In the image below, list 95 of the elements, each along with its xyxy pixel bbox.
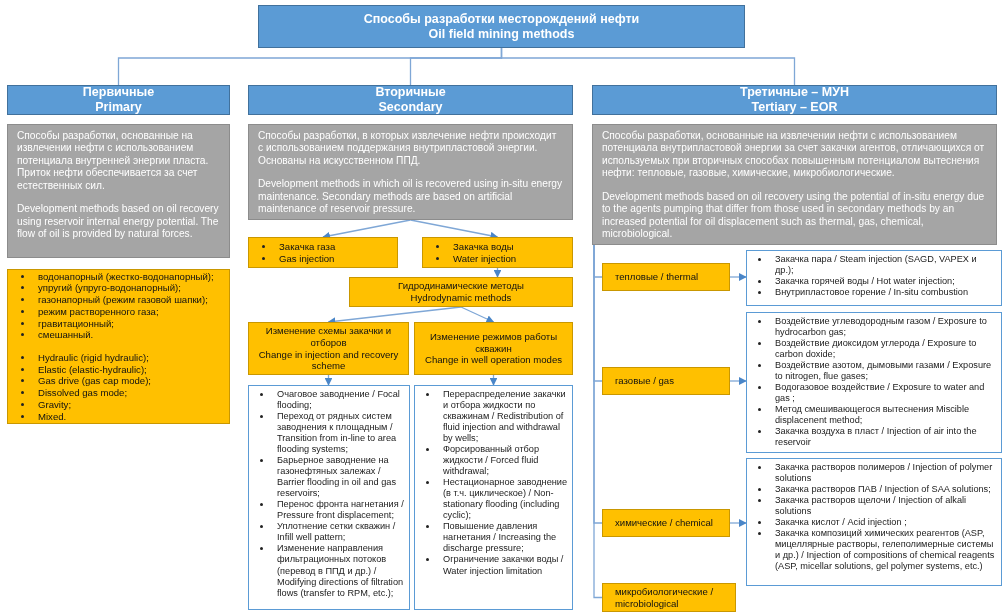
header-box xyxy=(592,85,997,115)
description-text: Development methods in which oil is recovered using in-situ energy maintenance. Secondary methods are based on artificial maintenance of reservoir pressure. xyxy=(258,178,563,216)
list-item: Воздействие диоксидом углерода / Exposure to carbon doxide; xyxy=(751,338,997,361)
list-item: Gas drive (gas cap mode); xyxy=(14,375,223,388)
header-box xyxy=(258,5,745,48)
arrow xyxy=(489,374,498,386)
list-item: Закачка растворов ПАВ / Injection of SAA solutions; xyxy=(751,484,997,496)
arrow xyxy=(324,374,333,386)
list-item: Закачка композиций химических реагентов (ASP, мицеллярные растворы, гелеполимерные системы и др.) / Injection of compositions of chemical reagents (ASP, micellar solutions, gel polymer systems, etc.) xyxy=(751,528,997,573)
method-text: Изменение схемы закачки и отборов xyxy=(264,325,393,349)
method-box xyxy=(349,277,573,307)
heading-text: Способы разработки месторождений нефти xyxy=(362,11,641,27)
description-text: Способы разработки, основанные на извлечении нефти с использованием потенциала внутрипластовой энергии за счет закачки агентов, отличающихся от используемых при вторичных способах повышенным потенциалом вытеснения нефти: тепловые, газовые, химические, микробиологические. xyxy=(602,130,986,180)
category-text: микробиологические / microbiological xyxy=(615,585,715,610)
heading-text: Tertiary – EOR xyxy=(750,100,839,115)
category-text: газовые / gas xyxy=(615,375,675,387)
list-box xyxy=(248,385,410,610)
method-text: Change in well operation modes xyxy=(423,354,564,367)
list-item: смешанный. xyxy=(14,329,223,341)
list-item: Elastic (elastic-hydraulic); xyxy=(14,363,223,376)
list-item: Закачка газа xyxy=(255,240,391,253)
list-item: Очаговое заводнение / Focal flooding; xyxy=(253,389,405,412)
list-item: водонапорный (жестко-водонапорный); xyxy=(14,270,223,283)
method-text: Hydrodynamic methods xyxy=(409,292,513,304)
method-text: Изменение режимов работы скважин xyxy=(428,330,559,355)
list-item: Ограничение закачки воды / Water injection limitation xyxy=(419,554,568,577)
list-box xyxy=(414,385,573,610)
heading-text: Вторичные xyxy=(374,85,447,100)
heading-text: Первичные xyxy=(81,85,156,100)
list-item: Водогазовое воздействие / Exposure to water and gas ; xyxy=(751,382,997,405)
description-text: Development methods based on oil recovery using the potential of in-situ energy due to the agents pumping that differ from those used in secondary methods by an increased potential for oil displacement such as thermal, gas, chemical, microbiological. xyxy=(602,190,986,241)
list-item: Закачка воды xyxy=(429,240,566,253)
list-item: упругий (упруго-водонапорный); xyxy=(14,282,223,295)
list-item: Закачка пара / Steam injection (SAGD, VAPEX и др.); xyxy=(751,254,997,277)
list-item: Форсированный отбор жидкости / Forced fluid withdrawal; xyxy=(419,444,568,478)
list-item: Уплотнение сетки скважин / Infill well pattern; xyxy=(253,521,405,544)
list-box xyxy=(746,250,1002,306)
list-item: Переход от рядных систем заводнения к площадным / Transition from in-line to area flooding systems; xyxy=(253,411,405,456)
list-item: Нестационарное заводнение (в т.ч. циклическое) / Non-stationary flooding (including cyclic); xyxy=(419,477,568,522)
list-item: газонапорный (режим газовой шапки); xyxy=(14,294,223,306)
header-box xyxy=(7,85,230,115)
list-item: Изменение направления фильтрационных потоков (перевод в ППД и др.) / Modifying directions of filtration flows (transfer to RPM, etc.); xyxy=(253,543,405,599)
list-item: Gas injection xyxy=(255,252,391,265)
list-item: Воздействие азотом, дымовыми газами / Exposure to nitrogen, flue gases; xyxy=(751,360,997,383)
list-box xyxy=(248,237,398,268)
list-item: Dissolved gas mode; xyxy=(14,387,223,399)
description-text: Способы разработки, в которых извлечение нефти происходит с использованием поддержания внутрипластовой энергии. Основаны на искусственном ППД. xyxy=(258,130,558,168)
category-text: химические / chemical xyxy=(615,517,714,529)
list-item: Закачка кислот / Acid injection ; xyxy=(751,517,997,529)
description-box xyxy=(248,124,573,220)
list-item: Воздействие углеводородным газом / Exposure to hydrocarbon gas; xyxy=(751,316,997,339)
list-item: режим растворенного газа; xyxy=(14,305,223,318)
category-box xyxy=(602,583,736,612)
list-item: Water injection xyxy=(429,252,566,265)
list-box xyxy=(422,237,573,268)
method-text: Гидродинамические методы xyxy=(397,280,525,292)
heading-text: Oil field mining methods xyxy=(427,26,576,42)
arrow xyxy=(729,273,747,281)
description-box xyxy=(7,124,230,258)
description-text: Development methods based on oil recovery using reservoir internal energy potential. The flow of oil is provided by natural forces. xyxy=(17,203,220,241)
list-item: Mixed. xyxy=(14,410,223,423)
list-box xyxy=(746,312,1002,453)
list-item: гравитационный; xyxy=(14,317,223,330)
list-item: Закачка горячей воды / Hot water injection; xyxy=(751,276,997,288)
list-box xyxy=(746,458,1002,586)
arrow xyxy=(729,519,747,527)
category-text: тепловые / thermal xyxy=(615,271,700,283)
list-item: Закачка воздуха в пласт / Injection of air into the reservoir xyxy=(751,426,997,449)
list-item: Повышение давления нагнетания / Increasing the discharge pressure; xyxy=(419,521,568,555)
list-item: Барьерное заводнение на газонефтяных залежах / Barrier flooding in oil and gas reservoirs; xyxy=(253,455,405,500)
list-item: Метод смешивающегося вытеснения Miscible displacenent method; xyxy=(751,404,997,427)
heading-text: Третичные – МУН xyxy=(739,85,850,100)
list-item: Hydraulic (rigid hydraulic); xyxy=(14,352,223,364)
arrow xyxy=(729,377,747,385)
list-item: Закачка растворов полимеров / Injection of polymer solutions xyxy=(751,462,997,485)
list-item: Перенос фронта нагнетания / Pressure front displacement; xyxy=(253,499,405,522)
heading-text: Primary xyxy=(94,100,143,115)
list-box xyxy=(7,269,230,424)
description-text: Способы разработки, основанные на извлечении нефти с использованием потенциала внутренней энергии пласта. Приток нефти обеспечивается за счет естественных сил. xyxy=(17,130,210,193)
category-box xyxy=(602,509,730,537)
arrow xyxy=(493,267,502,278)
method-box xyxy=(414,322,573,375)
connector-line xyxy=(500,47,796,86)
list-item: Внутрипластовое горение / In-situ combustion xyxy=(751,287,997,299)
description-box xyxy=(592,124,997,245)
header-box xyxy=(248,85,573,115)
method-text: Change in injection and recovery scheme xyxy=(257,348,400,372)
list-item: Закачка растворов щелочи / Injection of alkali solutions xyxy=(751,495,997,518)
method-box xyxy=(248,322,409,375)
list-item: Gravity; xyxy=(14,398,223,411)
category-box xyxy=(602,367,730,395)
arrow xyxy=(460,306,495,323)
list-item: Перераспределение закачки и отбора жидкости по скважинам / Redistribution of fluid injection and withdrawal by wells; xyxy=(419,389,568,445)
heading-text: Secondary xyxy=(377,100,444,115)
category-box xyxy=(602,263,730,291)
